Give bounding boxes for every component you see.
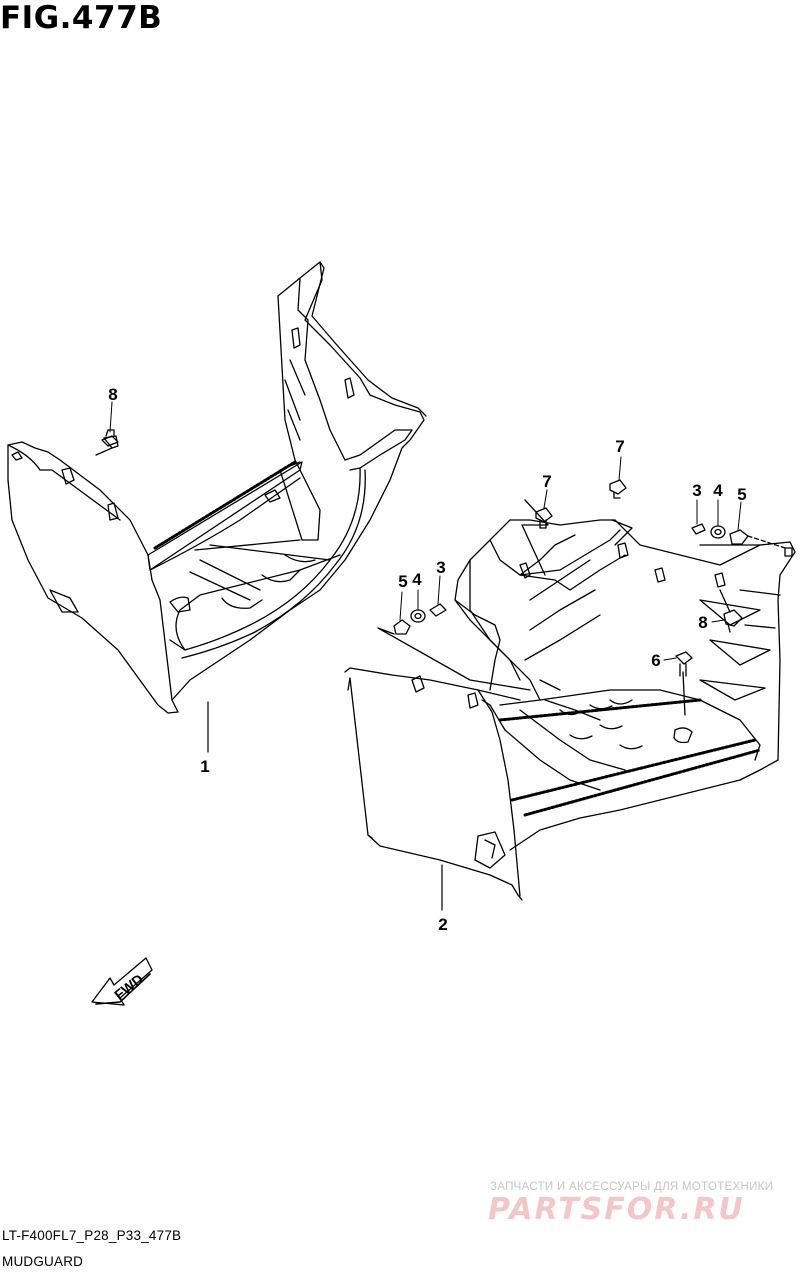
watermark-subtitle: ЗАПЧАСТИ И АКСЕССУАРЫ ДЛЯ МОТОТЕХНИКИ xyxy=(490,1181,774,1193)
callout-3-right: 3 xyxy=(692,481,701,500)
callout-5-right: 5 xyxy=(737,485,746,504)
mudguard-left-part xyxy=(7,261,427,753)
callout-8-right: 8 xyxy=(698,613,707,632)
watermark-brand: PARTSFOR.RU xyxy=(488,1192,745,1227)
fwd-arrow-icon xyxy=(91,957,153,1006)
callout-8-left: 8 xyxy=(108,385,117,404)
figure-title: FIG.477B xyxy=(0,0,163,36)
fasteners xyxy=(101,429,786,677)
callout-2: 2 xyxy=(438,915,447,934)
figure-code: LT-F400FL7_P28_P33_477B xyxy=(2,1228,182,1243)
callout-7-right: 7 xyxy=(615,437,624,456)
figure-name: MUDGUARD xyxy=(2,1254,84,1269)
callout-6: 6 xyxy=(651,651,660,670)
leader-lines xyxy=(109,401,742,661)
callout-5-left: 5 xyxy=(398,572,407,591)
callout-3-left: 3 xyxy=(436,558,445,577)
callout-4-right: 4 xyxy=(713,481,723,500)
callout-1: 1 xyxy=(200,757,209,776)
mudguard-right-part xyxy=(344,499,796,911)
callout-7-left: 7 xyxy=(542,472,551,491)
callout-4-left: 4 xyxy=(412,570,422,589)
